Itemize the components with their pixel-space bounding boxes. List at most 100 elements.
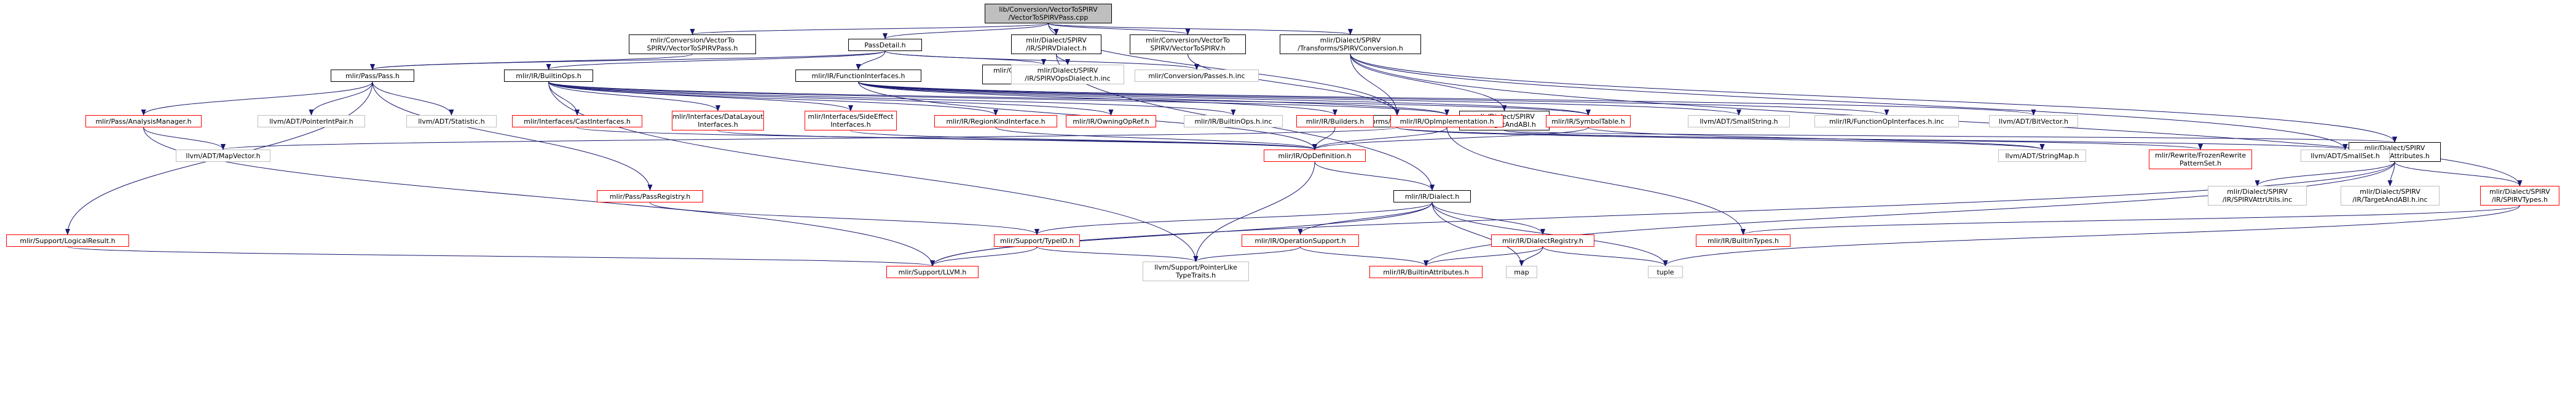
edge-spirv_attributes_h-to-support_llvm_h bbox=[930, 161, 2395, 266]
node-operation-support-h[interactable]: mlir/IR/OperationSupport.h bbox=[1242, 234, 1359, 247]
node-dialect-h[interactable]: mlir/IR/Dialect.h bbox=[1393, 190, 1471, 202]
node-builtin-attributes-h[interactable]: mlir/IR/BuiltinAttributes.h bbox=[1369, 266, 1483, 278]
node-label-line: mlir/IR/Dialect.h bbox=[1404, 192, 1460, 201]
edge-builtin_ops_h-to-op_implementation_h bbox=[548, 81, 1449, 116]
edge-function_interfaces_h-to-op_implementation_h bbox=[858, 81, 1449, 116]
edge-spirv_conversion_h-to-dialect_conversion_h bbox=[1350, 54, 1400, 116]
node-spirv-conversion-h[interactable]: mlir/Dialect/SPIRV/Transforms/SPIRVConve… bbox=[1280, 34, 1421, 54]
node-bit-vector-h: llvm/ADT/BitVector.h bbox=[1989, 115, 2078, 127]
node-spirv-ops-dialect-inc: mlir/Dialect/SPIRV/IR/SPIRVOpsDialect.h.… bbox=[1011, 65, 1124, 84]
edge-function_interfaces_h-to-builders_h bbox=[858, 81, 1337, 116]
node-op-definition-h[interactable]: mlir/IR/OpDefinition.h bbox=[1264, 150, 1366, 162]
node-label-line: mlir/Dialect/SPIRV bbox=[2489, 188, 2550, 196]
edge-pass_analysis_manager_h-to-support_llvm_h bbox=[143, 127, 935, 266]
node-label-line: mlir/Pass/AnalysisManager.h bbox=[95, 117, 192, 126]
edge-target_and_abi_h-to-small_set_h bbox=[1504, 130, 2347, 150]
edge-pass_registry_h-to-type_id_h bbox=[650, 202, 1039, 235]
node-label-line: mlir/Dialect/SPIRV bbox=[2227, 188, 2288, 196]
node-label-line: SPIRV/VectorToSPIRV.h bbox=[1150, 44, 1226, 52]
edge-operation_support_h-to-pointer_like_type_traits_h bbox=[1193, 246, 1301, 262]
node-small-string-h: llvm/ADT/SmallString.h bbox=[1688, 115, 1790, 127]
edge-spirv_conversion_h-to-spirv_attributes_h bbox=[1350, 54, 2397, 143]
node-target-and-abi-inc: mlir/Dialect/SPIRV/IR/TargetAndABI.h.inc bbox=[2341, 186, 2440, 206]
node-label-line: llvm/ADT/StringMap.h bbox=[2005, 151, 2079, 160]
node-pass-registry-h[interactable]: mlir/Pass/PassRegistry.h bbox=[597, 190, 703, 202]
node-op-implementation-h[interactable]: mlir/IR/OpImplementation.h bbox=[1390, 115, 1503, 127]
edge-spirv_attributes_h-to-spirv_types_h bbox=[2394, 161, 2523, 186]
node-label-line: lib/Conversion/VectorToSPIRV bbox=[999, 6, 1098, 14]
node-region-kind-interface-h[interactable]: mlir/IR/RegionKindInterface.h bbox=[934, 115, 1057, 127]
edge-dialect_h-to-support_llvm_h bbox=[930, 202, 1433, 266]
edge-builtin_ops_h-to-region_kind_interface_h bbox=[548, 81, 998, 116]
node-pass-detail-h[interactable]: PassDetail.h bbox=[848, 39, 922, 51]
node-pass-h[interactable]: mlir/Pass/Pass.h bbox=[331, 70, 414, 82]
node-map-vector-h: llvm/ADT/MapVector.h bbox=[176, 150, 270, 162]
edge-pass_detail_h-to-conv_passes_inc bbox=[884, 50, 1199, 70]
edge-dialect_h-to-map bbox=[1432, 202, 1524, 266]
node-support-llvm-h[interactable]: mlir/Support/LLVM.h bbox=[886, 266, 979, 278]
edge-logical_result_h-to-support_llvm_h bbox=[67, 246, 935, 266]
node-label-line: mlir/IR/OwningOpRef.h bbox=[1073, 117, 1149, 126]
edge-dialect_conversion_h-to-map_vector_h bbox=[221, 127, 1398, 150]
edge-op_definition_h-to-pointer_like_type_traits_h bbox=[1193, 161, 1315, 262]
edge-dialect_registry_h-to-builtin_attributes_h bbox=[1424, 246, 1543, 266]
node-spirv-dialect-h[interactable]: mlir/Dialect/SPIRV/IR/SPIRVDialect.h bbox=[1011, 34, 1101, 54]
edge-root-to-conv_vtos_pass_h bbox=[690, 23, 1049, 35]
edge-spirv_conversion_h-to-target_and_abi_h bbox=[1350, 54, 1507, 111]
node-root[interactable]: lib/Conversion/VectorToSPIRV/VectorToSPI… bbox=[985, 4, 1112, 23]
node-label-line: llvm/Support/PointerLike bbox=[1154, 263, 1237, 271]
node-symbol-table-h[interactable]: mlir/IR/SymbolTable.h bbox=[1546, 115, 1631, 127]
node-label-line: SPIRV/VectorToSPIRVPass.h bbox=[647, 44, 738, 52]
edge-builtin_ops_h-to-owning_op_ref_h bbox=[548, 81, 1114, 116]
node-logical-result-h[interactable]: mlir/Support/LogicalResult.h bbox=[6, 234, 129, 247]
edge-op_implementation_h-to-builtin_types_h bbox=[1446, 127, 1746, 235]
node-label-line: mlir/Pass/Pass.h bbox=[345, 71, 400, 80]
node-statistic-h: llvm/ADT/Statistic.h bbox=[406, 115, 497, 127]
node-label-line: /IR/SPIRVAttrUtils.inc bbox=[2222, 196, 2293, 204]
node-label-line: mlir/IR/FunctionOpInterfaces.h.inc bbox=[1829, 117, 1945, 126]
node-type-id-h[interactable]: mlir/Support/TypeID.h bbox=[994, 234, 1080, 247]
node-label-line: mlir/Interfaces/CastInterfaces.h bbox=[524, 117, 631, 126]
node-conv-passes-inc: mlir/Conversion/Passes.h.inc bbox=[1135, 70, 1259, 82]
edge-operation_support_h-to-builtin_attributes_h bbox=[1300, 246, 1428, 266]
node-owning-op-ref-h[interactable]: mlir/IR/OwningOpRef.h bbox=[1066, 115, 1156, 127]
edge-pass_h-to-pass_analysis_manager_h bbox=[141, 81, 373, 116]
node-label-line: llvm/ADT/BitVector.h bbox=[1999, 117, 2068, 126]
node-dialect-registry-h[interactable]: mlir/IR/DialectRegistry.h bbox=[1491, 234, 1594, 247]
node-label-line: mlir/Support/LLVM.h bbox=[898, 268, 967, 276]
edge-pass_h-to-pass_registry_h bbox=[372, 81, 653, 191]
node-pointer-int-pair-h: llvm/ADT/PointerIntPair.h bbox=[258, 115, 365, 127]
edge-type_id_h-to-support_llvm_h bbox=[930, 246, 1038, 266]
node-builtin-ops-h[interactable]: mlir/IR/BuiltinOps.h bbox=[504, 70, 593, 82]
edge-root-to-conv_vtos_h bbox=[1048, 23, 1191, 35]
node-spirv-types-h[interactable]: mlir/Dialect/SPIRV/IR/SPIRVTypes.h bbox=[2480, 186, 2559, 206]
node-label-line: /IR/SPIRVOpsDialect.h.inc bbox=[1025, 74, 1111, 82]
node-cast-interfaces-h[interactable]: mlir/Interfaces/CastInterfaces.h bbox=[512, 115, 642, 127]
edge-cast_interfaces_h-to-op_definition_h bbox=[577, 127, 1317, 150]
edge-pass_detail_h-to-function_interfaces_h bbox=[856, 50, 886, 70]
edge-spirv_attributes_h-to-builtin_attributes_h bbox=[1424, 161, 2395, 266]
node-function-interfaces-h[interactable]: mlir/IR/FunctionInterfaces.h bbox=[795, 70, 921, 82]
node-builtin-types-h[interactable]: mlir/IR/BuiltinTypes.h bbox=[1696, 234, 1790, 247]
node-builders-h[interactable]: mlir/IR/Builders.h bbox=[1296, 115, 1374, 127]
edge-root-to-pass_detail_h bbox=[883, 23, 1049, 39]
node-label-line: Interfaces.h bbox=[830, 121, 871, 129]
node-spirv-attributes-h[interactable]: mlir/Dialect/SPIRV/IR/SPIRVAttributes.h bbox=[2349, 142, 2441, 162]
edge-spirv_types_h-to-tuple bbox=[1663, 205, 2520, 266]
edge-builtin_ops_h-to-data_layout_interfaces_h bbox=[548, 81, 720, 111]
edge-data_layout_interfaces_h-to-op_definition_h bbox=[717, 130, 1317, 150]
node-tuple: tuple bbox=[1648, 266, 1683, 278]
edge-spirv_attributes_h-to-target_and_abi_inc bbox=[2387, 161, 2395, 186]
edge-dialect_h-to-operation_support_h bbox=[1298, 202, 1433, 235]
node-label-line: mlir/Conversion/Passes.h.inc bbox=[1148, 71, 1245, 80]
edge-type_id_h-to-pointer_like_type_traits_h bbox=[1036, 246, 1199, 262]
edge-side_effect_interfaces_h-to-op_definition_h bbox=[850, 130, 1317, 150]
node-pass-analysis-manager-h[interactable]: mlir/Pass/AnalysisManager.h bbox=[85, 115, 202, 127]
node-label-line: mlir/IR/BuiltinOps.h.inc bbox=[1194, 117, 1272, 126]
